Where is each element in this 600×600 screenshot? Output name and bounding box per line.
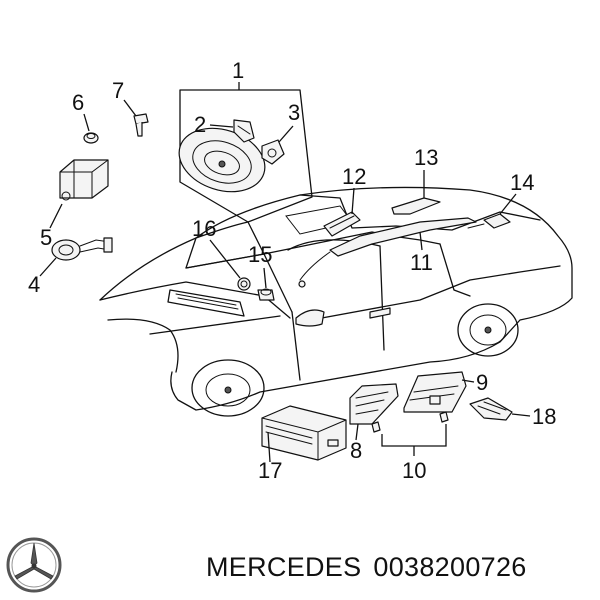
callout-14: 14 bbox=[510, 170, 534, 195]
airbag-connector-cable bbox=[51, 237, 113, 261]
callout-18: 18 bbox=[532, 404, 556, 429]
callout-16: 16 bbox=[192, 216, 216, 241]
side-airbag-group: 17 8 9 10 18 bbox=[258, 370, 556, 483]
callout-12: 12 bbox=[342, 164, 366, 189]
steering-wheel-airbag-group: 1 2 3 bbox=[178, 58, 313, 223]
mounting-bolt bbox=[133, 113, 149, 137]
mounting-nut bbox=[83, 132, 99, 144]
car-outline bbox=[99, 186, 573, 417]
occupant-sensor bbox=[257, 288, 275, 301]
mounting-screws bbox=[371, 411, 449, 433]
callout-1: 1 bbox=[232, 58, 244, 83]
callout-8: 8 bbox=[350, 438, 362, 463]
curtain-airbag-group: 12 13 14 11 bbox=[298, 145, 534, 288]
curtain-airbag-bracket-mid bbox=[391, 197, 441, 215]
mercedes-star-logo-icon bbox=[6, 537, 62, 593]
callout-7: 7 bbox=[112, 78, 124, 103]
airbag-control-unit bbox=[261, 405, 347, 461]
callout-17: 17 bbox=[258, 458, 282, 483]
callout-4: 4 bbox=[28, 272, 40, 297]
curtain-airbag-bracket-front bbox=[323, 211, 361, 237]
clock-spring-connector bbox=[233, 119, 255, 143]
steering-wheel-airbag-module bbox=[178, 127, 266, 193]
passenger-airbag-group: 6 7 5 4 bbox=[28, 78, 149, 297]
callout-10: 10 bbox=[402, 458, 426, 483]
front-crash-sensor bbox=[237, 277, 251, 291]
curtain-airbag-bracket-rear bbox=[467, 213, 511, 229]
front-wheel bbox=[191, 359, 265, 417]
side-airbag-left bbox=[349, 383, 399, 425]
callout-11: 11 bbox=[410, 250, 433, 275]
callout-2: 2 bbox=[194, 112, 206, 137]
seat-belt-tensioner-sensor bbox=[469, 397, 513, 421]
steering-wheel-switch-module bbox=[261, 139, 285, 165]
side-airbag-right bbox=[403, 371, 467, 413]
callout-9: 9 bbox=[476, 370, 488, 395]
passenger-airbag-module bbox=[59, 159, 109, 201]
brand-name: MERCEDES bbox=[206, 552, 362, 582]
callout-5: 5 bbox=[40, 225, 52, 250]
callout-13: 13 bbox=[414, 145, 438, 170]
rear-wheel bbox=[457, 303, 519, 357]
crash-sensor-group: 16 15 bbox=[192, 216, 275, 301]
callout-3: 3 bbox=[288, 100, 300, 125]
callout-15: 15 bbox=[248, 242, 272, 267]
callout-6: 6 bbox=[72, 90, 84, 115]
part-number: 0038200726 bbox=[373, 552, 527, 582]
part-caption: MERCEDES 0038200726 bbox=[206, 552, 596, 583]
